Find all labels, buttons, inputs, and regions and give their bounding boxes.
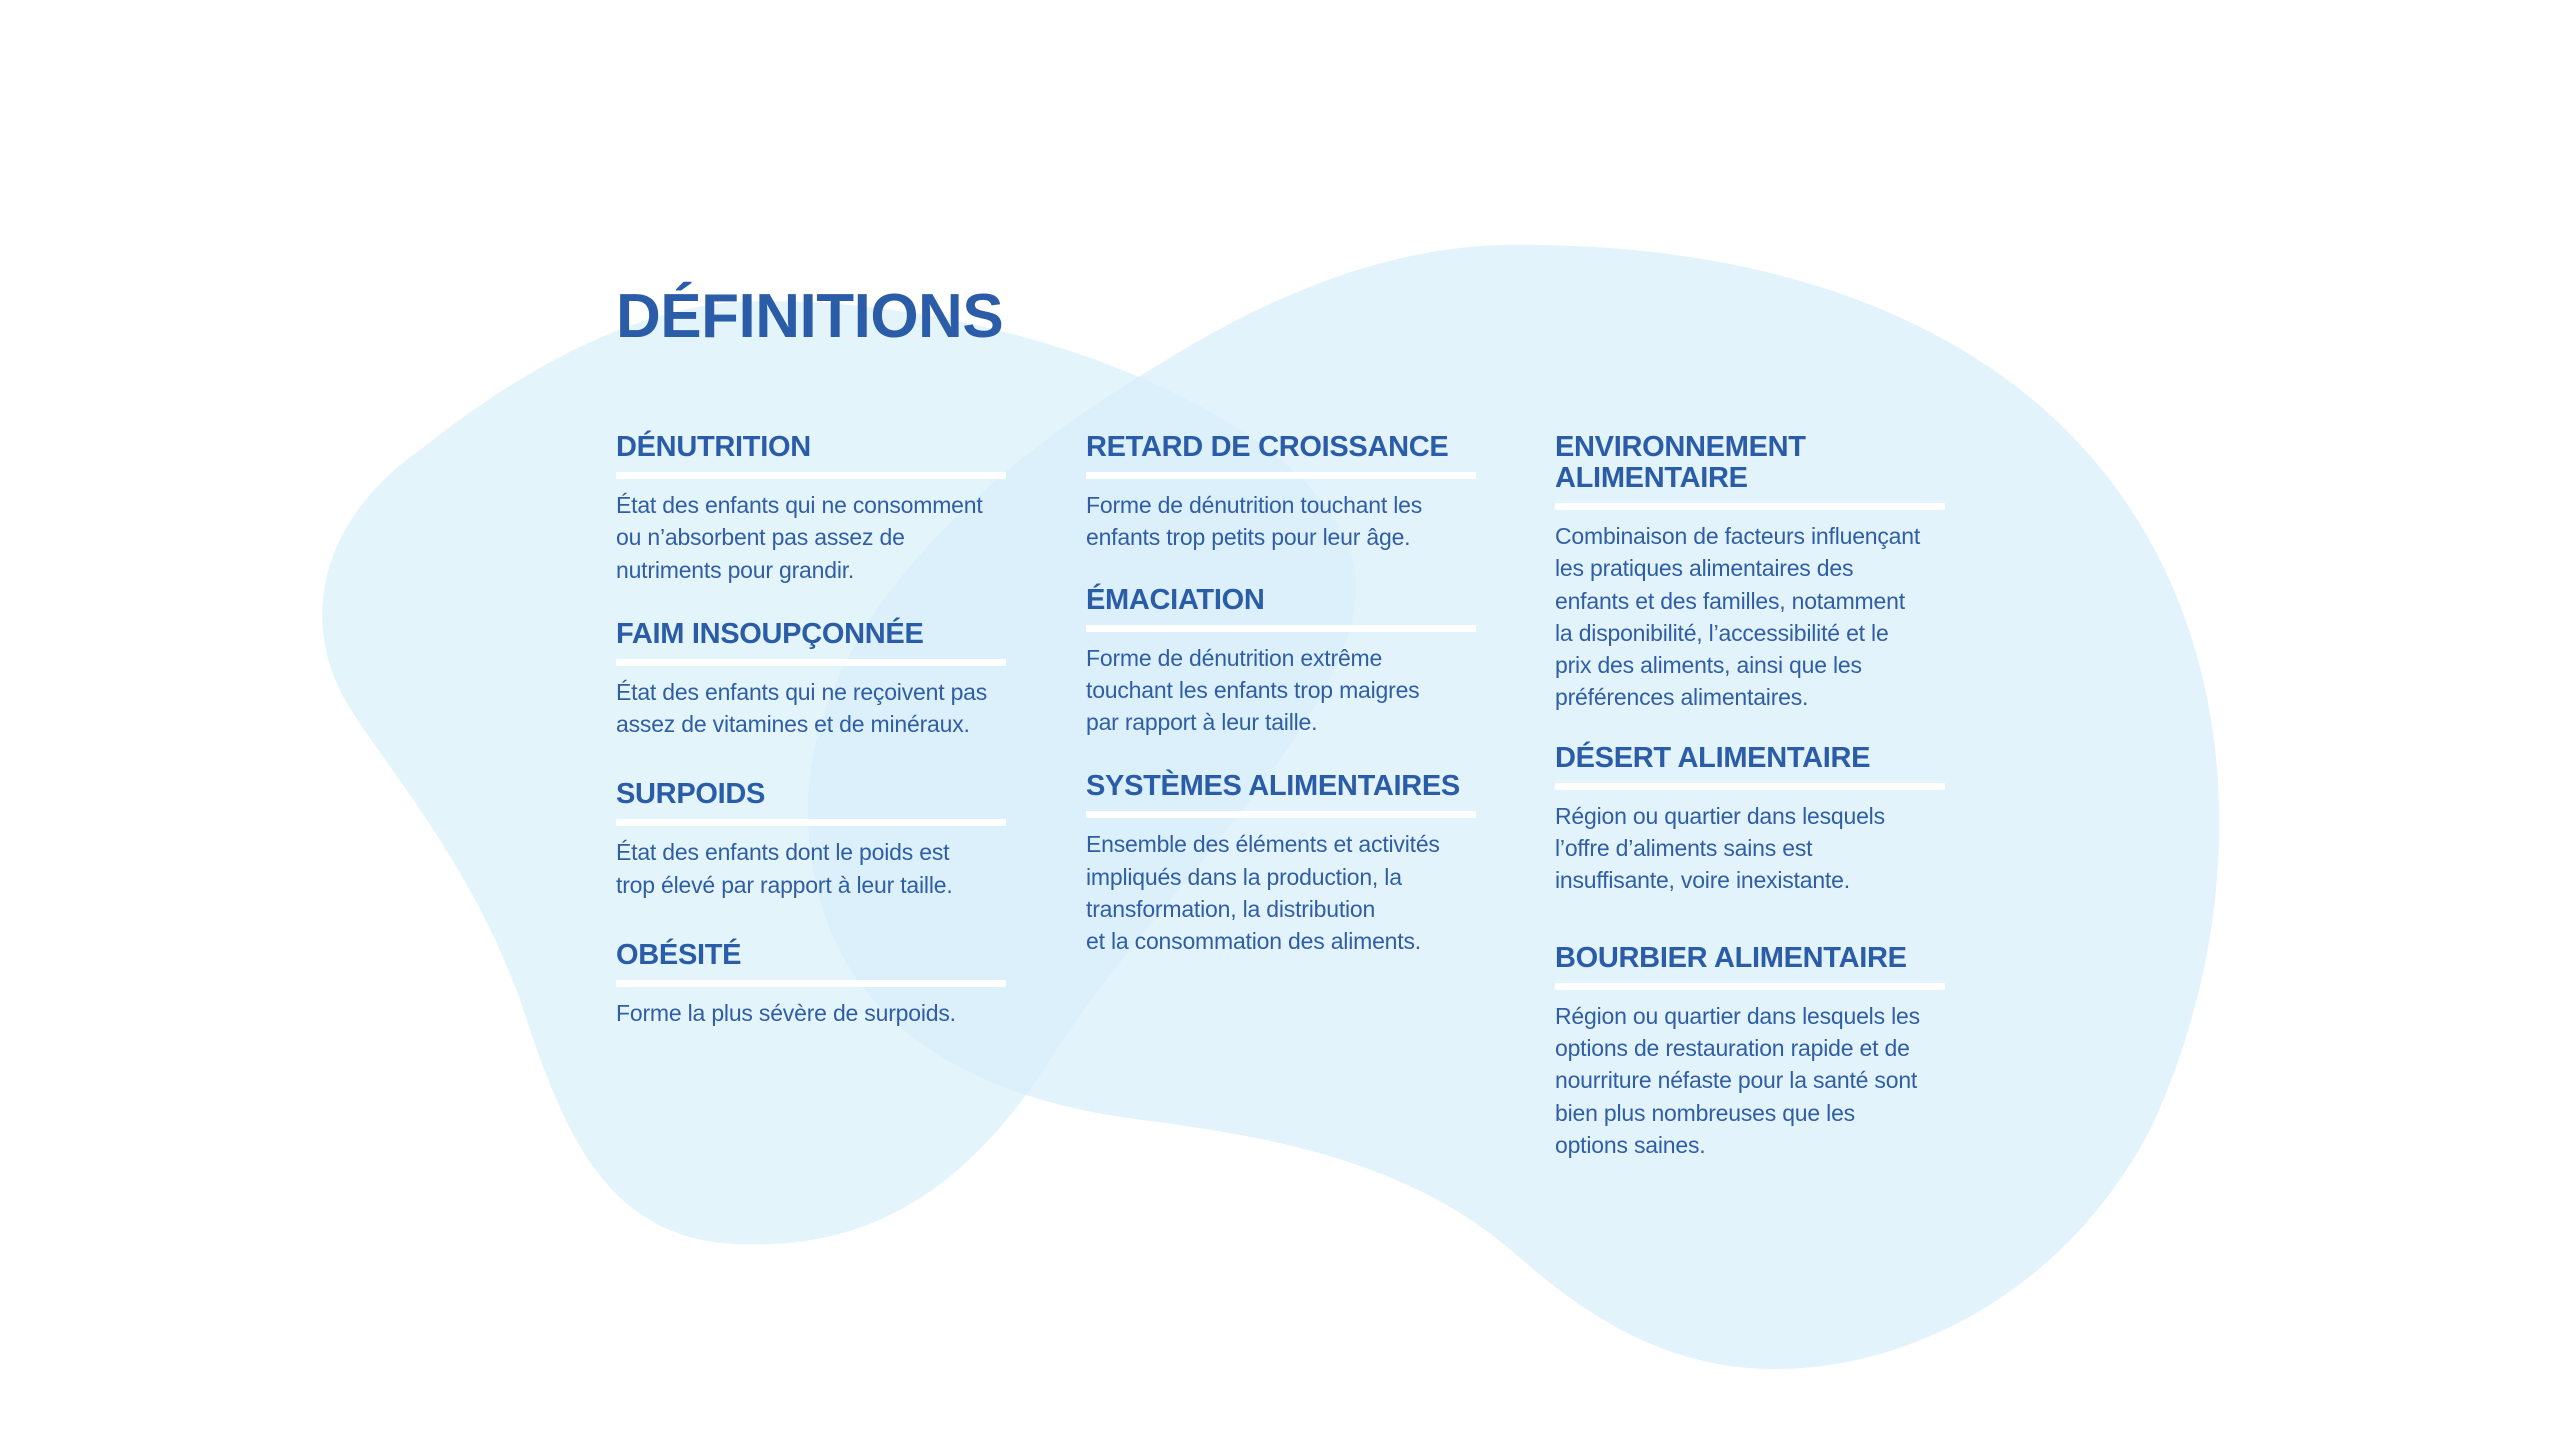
divider (1555, 782, 1945, 790)
term-definition: État des enfants qui ne reçoivent pas as… (616, 678, 988, 738)
term-definition: Forme de dénutrition touchant les enfant… (1086, 492, 1423, 551)
term-title: DÉNUTRITION (616, 431, 811, 463)
divider (616, 980, 1006, 988)
term-definition: Région ou quartier dans lesquels les opt… (1555, 1002, 1920, 1158)
term-denutrition: DÉNUTRITION État des enfants qui ne cons… (616, 432, 1006, 586)
term-title: SYSTÈMES ALIMENTAIRES (1086, 770, 1460, 803)
definitions-column-2: RETARD DE CROISSANCE Forme de dénutritio… (1086, 432, 1476, 958)
term-faim-insoupconnee: FAIM INSOUPÇONNÉE État des enfants qui n… (616, 617, 1006, 741)
term-definition: État des enfants dont le poids est trop … (616, 839, 953, 898)
term-surpoids: SURPOIDS État des enfants dont le poids … (616, 779, 1006, 901)
divider (616, 472, 1006, 479)
term-title: BOURBIER ALIMENTAIRE (1555, 941, 1907, 974)
term-definition: Combinaison de facteurs influençant les … (1555, 523, 1921, 711)
term-environnement-alimentaire: ENVIRONNEMENT ALIMENTAIRE Combinaison de… (1555, 432, 1945, 714)
term-title: ÉMACIATION (1086, 583, 1265, 616)
term-emaciation: ÉMACIATION Forme de dénutrition extrême … (1086, 583, 1476, 739)
term-definition: État des enfants qui ne consomment ou n’… (616, 492, 983, 583)
divider (1555, 982, 1945, 990)
term-retard-de-croissance: RETARD DE CROISSANCE Forme de dénutritio… (1086, 432, 1476, 554)
divider (1086, 811, 1476, 819)
term-title: DÉSERT ALIMENTAIRE (1555, 741, 1871, 774)
divider (1086, 472, 1476, 479)
divider (1555, 503, 1945, 510)
definitions-column-3: ENVIRONNEMENT ALIMENTAIRE Combinaison de… (1555, 432, 1945, 1161)
definitions-column-1: DÉNUTRITION État des enfants qui ne cons… (616, 432, 1006, 1029)
divider (616, 658, 1006, 666)
term-definition: Forme la plus sévère de surpoids. (616, 1000, 956, 1027)
term-title: ENVIRONNEMENT ALIMENTAIRE (1555, 431, 1806, 494)
term-title: RETARD DE CROISSANCE (1086, 431, 1449, 463)
term-bourbier-alimentaire: BOURBIER ALIMENTAIRE Région ou quartier … (1555, 941, 1945, 1161)
term-title: OBÉSITÉ (616, 939, 742, 972)
term-definition: Région ou quartier dans lesquels l’offre… (1555, 802, 1885, 894)
term-definition: Ensemble des éléments et activités impli… (1086, 831, 1440, 955)
page-title: DÉFINITIONS (616, 282, 1004, 351)
divider (1086, 624, 1476, 632)
right-blob (807, 244, 2220, 1370)
divider (616, 819, 1006, 827)
term-desert-alimentaire: DÉSERT ALIMENTAIRE Région ou quartier da… (1555, 741, 1945, 897)
term-obesite: OBÉSITÉ Forme la plus sévère de surpoids… (616, 940, 1006, 1029)
term-title: SURPOIDS (616, 778, 766, 811)
term-title: FAIM INSOUPÇONNÉE (616, 617, 924, 650)
term-definition: Forme de dénutrition extrême touchant le… (1086, 644, 1420, 736)
term-systemes-alimentaires: SYSTÈMES ALIMENTAIRES Ensemble des éléme… (1086, 771, 1476, 957)
